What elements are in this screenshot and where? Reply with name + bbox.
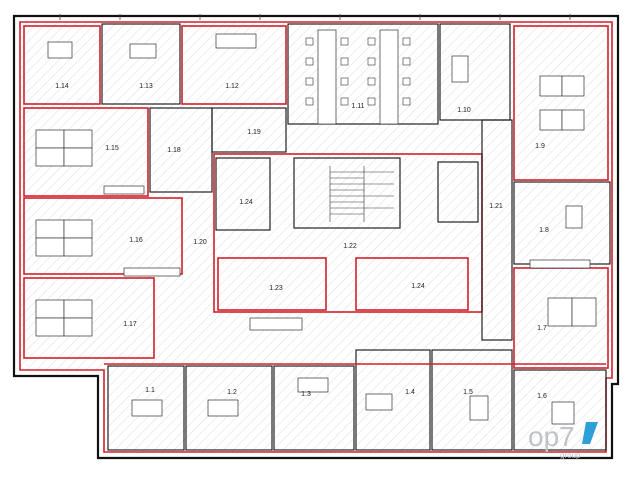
room-1-4-walls bbox=[355, 349, 431, 451]
room-1-23-highlight bbox=[217, 257, 327, 311]
room-label-1-21: 1.21 bbox=[489, 203, 503, 210]
room-label-1-8: 1.8 bbox=[539, 227, 549, 234]
room-label-1-5: 1.5 bbox=[463, 389, 473, 396]
desk-cluster-1-15 bbox=[35, 129, 93, 167]
room-1-10-walls bbox=[439, 23, 511, 121]
stair-steps bbox=[329, 166, 394, 222]
room-label-1-10: 1.10 bbox=[457, 107, 471, 114]
room-1-14-highlight bbox=[23, 25, 101, 105]
room-label-1-17: 1.17 bbox=[123, 321, 137, 328]
room-1-24-small bbox=[215, 157, 271, 231]
room-1-2-walls bbox=[185, 365, 273, 451]
window-marks bbox=[59, 14, 571, 20]
room-1-15-highlight bbox=[23, 107, 149, 197]
room-1-13-walls bbox=[101, 23, 181, 105]
conference-chairs bbox=[305, 37, 411, 106]
room-1-3-walls bbox=[273, 365, 355, 451]
room-label-1-24-b: 1.24 bbox=[411, 283, 425, 290]
logo-sub: group bbox=[560, 451, 581, 460]
room-label-1-24-a: 1.24 bbox=[239, 199, 253, 206]
room-1-17-highlight bbox=[23, 277, 155, 359]
outer-wall bbox=[12, 14, 620, 460]
room-1-21-walls bbox=[481, 119, 513, 341]
elevator-shaft bbox=[437, 161, 479, 223]
room-label-1-3: 1.3 bbox=[301, 391, 311, 398]
room-label-1-18: 1.18 bbox=[167, 147, 181, 154]
room-label-1-1: 1.1 bbox=[145, 387, 155, 394]
room-1-6-walls bbox=[513, 369, 607, 451]
room-1-5-walls bbox=[431, 349, 513, 451]
room-label-1-12: 1.12 bbox=[225, 83, 239, 90]
stair-enclosure bbox=[293, 157, 401, 229]
room-label-1-13: 1.13 bbox=[139, 83, 153, 90]
room-1-24-wc-highlight bbox=[355, 257, 469, 311]
partition-bench bbox=[103, 185, 591, 331]
logo-main: op7 bbox=[528, 421, 575, 452]
room-1-9-highlight bbox=[513, 25, 609, 181]
room-1-1-walls bbox=[107, 365, 185, 451]
single-desks bbox=[47, 33, 583, 425]
room-label-1-9: 1.9 bbox=[535, 143, 545, 150]
conference-tables bbox=[317, 29, 399, 125]
room-label-1-4: 1.4 bbox=[405, 389, 415, 396]
room-label-1-2: 1.2 bbox=[227, 389, 237, 396]
desk-cluster-1-7 bbox=[547, 297, 597, 327]
room-label-1-7: 1.7 bbox=[537, 325, 547, 332]
room-label-1-11: 1.11 bbox=[351, 103, 364, 110]
room-label-1-14: 1.14 bbox=[55, 83, 69, 90]
room-labels: 1.14 1.13 1.12 1.11 1.10 1.9 1.15 1.18 1… bbox=[55, 83, 549, 400]
room-1-12-highlight bbox=[181, 25, 287, 105]
room-label-1-20: 1.20 bbox=[193, 239, 207, 246]
room-label-1-19: 1.19 bbox=[247, 129, 261, 136]
floor-area bbox=[20, 22, 612, 452]
desk-cluster-1-9 bbox=[539, 75, 585, 131]
desk-cluster-1-17 bbox=[35, 299, 93, 337]
room-label-1-16: 1.16 bbox=[129, 237, 143, 244]
logo-accent-mark bbox=[582, 422, 598, 444]
room-label-1-6: 1.6 bbox=[537, 393, 547, 400]
desk-cluster-1-16 bbox=[35, 219, 93, 257]
room-1-11-walls bbox=[287, 23, 439, 125]
room-label-1-15: 1.15 bbox=[105, 145, 119, 152]
room-1-16-highlight bbox=[23, 197, 183, 275]
room-1-19-walls bbox=[211, 107, 287, 153]
room-label-1-23: 1.23 bbox=[269, 285, 283, 292]
room-label-1-22: 1.22 bbox=[343, 243, 357, 250]
outer-highlight bbox=[19, 21, 613, 453]
company-logo: op7 group bbox=[528, 421, 598, 460]
